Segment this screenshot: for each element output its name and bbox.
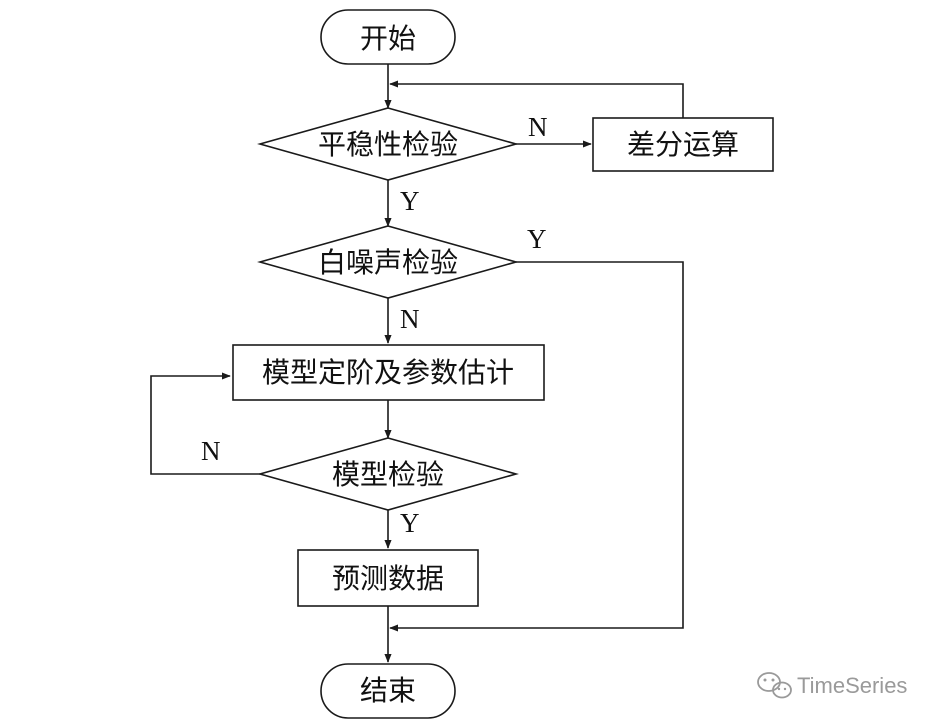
model-test-node: 模型检验 <box>257 437 519 511</box>
watermark: TimeSeries <box>757 672 907 699</box>
predict-data-node: 预测数据 <box>297 549 479 607</box>
white-noise-test-diamond <box>257 225 519 299</box>
start-terminator <box>320 9 456 65</box>
start-node: 开始 <box>320 9 456 65</box>
predict-data-label: 预测数据 <box>332 562 444 595</box>
model-test-diamond <box>257 437 519 511</box>
edge-whitenoise-yes-to-end <box>389 261 684 632</box>
edge-differencing-loop-back <box>389 80 684 118</box>
stationarity-no-label: N <box>528 112 548 142</box>
model-test-no-label: N <box>201 436 221 466</box>
end-label: 结束 <box>360 674 416 707</box>
white-noise-yes-label: Y <box>527 224 547 254</box>
white-noise-test-node: 白噪声检验 <box>257 225 519 299</box>
white-noise-no-label: N <box>400 304 420 334</box>
end-terminator <box>320 663 456 719</box>
model-estimation-label: 模型定阶及参数估计 <box>262 356 514 389</box>
model-estimation-node: 模型定阶及参数估计 <box>232 344 545 401</box>
end-node: 结束 <box>320 663 456 719</box>
model-estimation-box <box>232 344 545 401</box>
differencing-node: 差分运算 <box>592 117 774 172</box>
differencing-label: 差分运算 <box>627 128 739 161</box>
edge-modeltest-no-loop <box>150 372 260 475</box>
wechat-icon <box>757 672 792 699</box>
start-label: 开始 <box>360 22 416 55</box>
white-noise-test-label: 白噪声检验 <box>318 246 458 279</box>
watermark-text: TimeSeries <box>797 673 907 698</box>
model-test-label: 模型检验 <box>332 458 444 491</box>
stationarity-test-node: 平稳性检验 <box>257 107 519 181</box>
stationarity-test-label: 平稳性检验 <box>318 128 458 161</box>
model-test-yes-label: Y <box>400 508 420 538</box>
connectors <box>150 64 684 663</box>
stationarity-yes-label: Y <box>400 186 420 216</box>
predict-data-box <box>297 549 479 607</box>
differencing-box <box>592 117 774 172</box>
stationarity-test-diamond <box>257 107 519 181</box>
